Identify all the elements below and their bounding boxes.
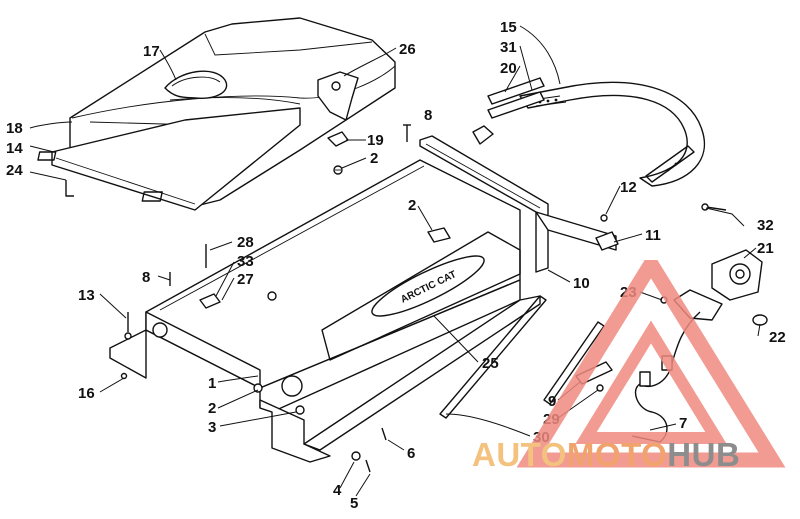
callout-5: 5 xyxy=(350,495,358,512)
callout-19: 19 xyxy=(367,132,384,149)
handle-pad-20-31 xyxy=(472,77,545,145)
watermark-triangle-outer xyxy=(516,260,786,468)
callout-7: 7 xyxy=(679,415,687,432)
callout-4: 4 xyxy=(333,482,342,499)
callout-labels: 17 26 15 31 20 18 14 24 8 19 2 12 2 32 2… xyxy=(6,19,786,512)
rear-bracket-10 xyxy=(419,135,617,273)
callout-25: 25 xyxy=(482,355,499,372)
callout-21: 21 xyxy=(757,240,774,257)
watermark-text-moto: MOTO xyxy=(566,436,668,473)
callout-31: 31 xyxy=(500,39,517,56)
callout-2-mid: 2 xyxy=(408,197,416,214)
watermark-triangle-inner xyxy=(575,320,727,444)
callout-20: 20 xyxy=(500,60,517,77)
callout-8-lower: 8 xyxy=(142,269,150,286)
watermark-triangle-logo xyxy=(516,260,786,468)
callout-10: 10 xyxy=(573,275,590,292)
watermark-text-hub: HUB xyxy=(667,436,741,473)
callout-28: 28 xyxy=(237,234,254,251)
callout-18: 18 xyxy=(6,120,23,137)
watermark-text-auto: AUTO xyxy=(472,436,567,473)
callout-33: 33 xyxy=(237,253,254,270)
callout-2-upper: 2 xyxy=(370,150,378,167)
callout-15: 15 xyxy=(500,19,517,36)
callout-11: 11 xyxy=(645,227,661,244)
watermark-text: AUTOMOTOHUB xyxy=(472,437,740,473)
callout-24: 24 xyxy=(6,162,23,179)
leader-lines xyxy=(29,25,761,497)
callout-6: 6 xyxy=(407,445,415,462)
callout-2-lower: 2 xyxy=(208,400,216,417)
callout-26: 26 xyxy=(399,41,416,58)
callout-13: 13 xyxy=(78,287,95,304)
callout-9: 9 xyxy=(548,393,556,410)
callout-3: 3 xyxy=(208,419,216,436)
seat-base-pan xyxy=(37,107,301,211)
grab-handle-15 xyxy=(519,81,706,187)
callout-17: 17 xyxy=(143,43,160,60)
screw-12 xyxy=(600,214,608,222)
seat-handle-cutout-17 xyxy=(164,70,228,99)
callout-1: 1 xyxy=(208,375,216,392)
bracket-clip-11 xyxy=(595,231,619,251)
seat-base-box-1 xyxy=(109,159,541,463)
callout-12: 12 xyxy=(620,179,637,196)
misc-fasteners xyxy=(120,227,668,473)
hardware-19-2 xyxy=(327,131,349,175)
seat-latch-26 xyxy=(317,71,359,121)
callout-8-upper: 8 xyxy=(424,107,432,124)
callout-14: 14 xyxy=(6,140,23,157)
callout-22: 22 xyxy=(769,329,786,346)
rivet-8-top xyxy=(403,124,411,142)
callout-16: 16 xyxy=(78,385,95,402)
callout-27: 27 xyxy=(237,271,254,288)
callout-32: 32 xyxy=(757,217,774,234)
bolt-32 xyxy=(701,203,727,211)
